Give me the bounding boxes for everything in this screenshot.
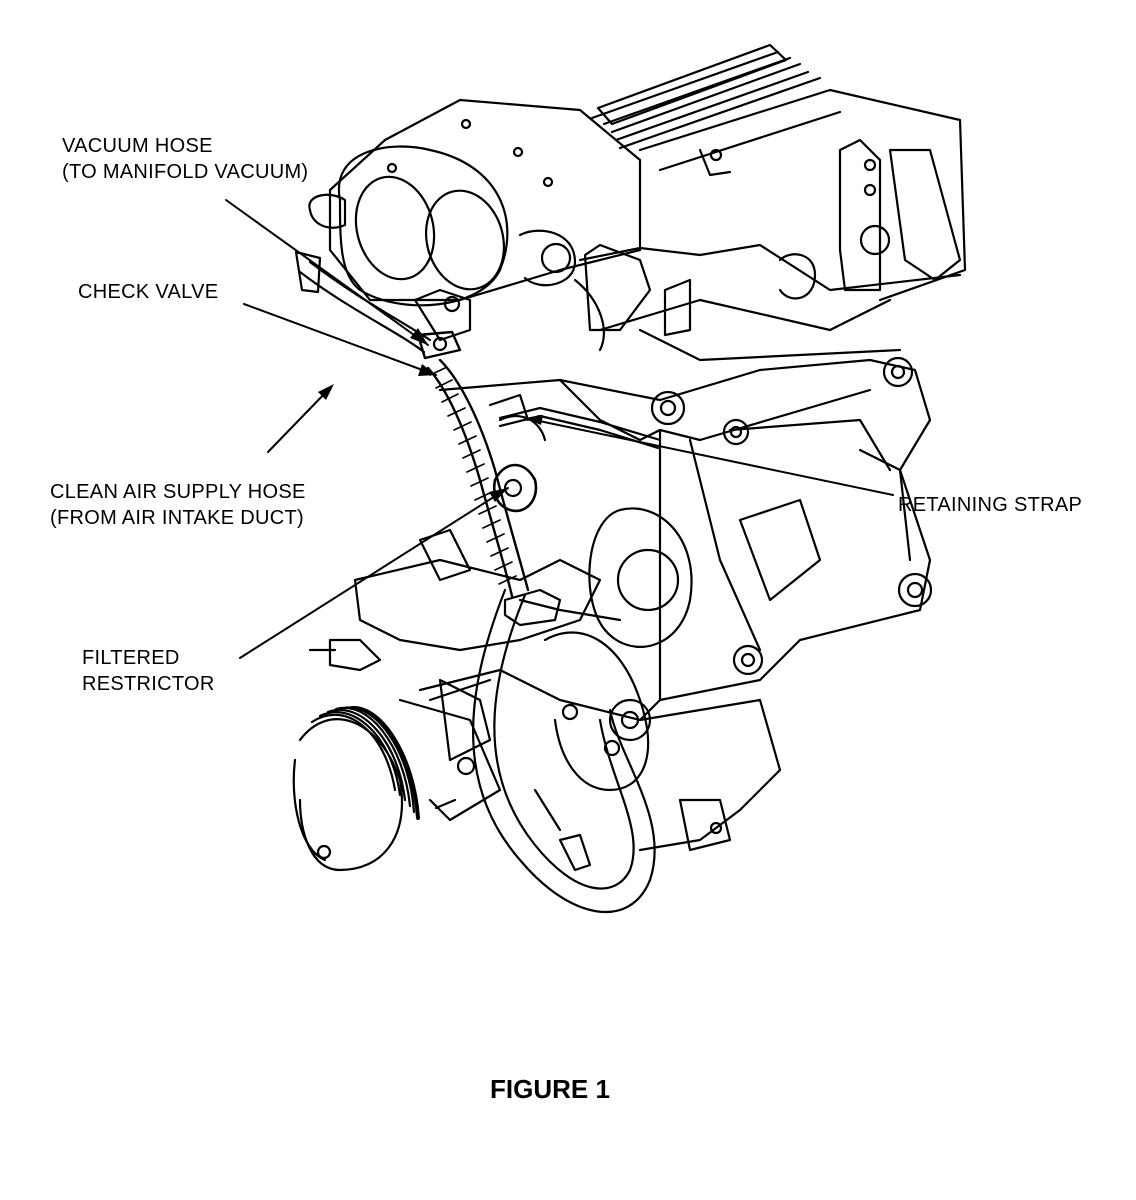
leader-retaining-strap — [524, 417, 894, 496]
vacuum-hose-label-line1: VACUUM HOSE — [62, 135, 213, 157]
leader-arrowheads — [318, 328, 543, 502]
arrowhead-vacuum-hose — [410, 328, 428, 345]
hose-assembly — [294, 250, 562, 627]
lower-block — [418, 598, 782, 852]
filtered-restrictor-label-line1: FILTERED — [82, 647, 180, 669]
arrowhead-filtered-restrictor — [489, 488, 508, 502]
leader-check-valve — [243, 303, 437, 376]
leader-lines — [225, 199, 894, 659]
clean-air-supply-hose-label: CLEAN AIR SUPPLY HOSE (FROM AIR INTAKE D… — [50, 479, 306, 531]
check-valve-label-text: CHECK VALVE — [78, 281, 219, 303]
retaining-strap-label-text: RETAINING STRAP — [898, 494, 1083, 516]
vacuum-hose-label-line2: (TO MANIFOLD VACUUM) — [62, 161, 309, 183]
figure-caption: FIGURE 1 — [490, 1074, 610, 1104]
intake-runners — [590, 43, 967, 302]
clean-air-label-line2: (FROM AIR INTAKE DUCT) — [50, 507, 305, 529]
upper-block — [573, 138, 962, 362]
arrowhead-retaining-strap — [525, 415, 543, 425]
arrowhead-clean-air — [318, 384, 334, 400]
throttle-body — [308, 98, 642, 307]
left-bracket — [308, 528, 602, 822]
filtered-restrictor-label-line2: RESTRICTOR — [82, 673, 215, 695]
clean-air-label-line1: CLEAN AIR SUPPLY HOSE — [50, 481, 306, 503]
arrowhead-check-valve — [418, 364, 436, 376]
leader-clean-air — [267, 387, 331, 453]
leader-filtered-restrictor — [239, 487, 509, 659]
check-valve-label: CHECK VALVE — [78, 279, 218, 305]
crank-pulley — [292, 705, 420, 872]
vacuum-hose-label: VACUUM HOSE (TO MANIFOLD VACUUM) — [62, 133, 308, 185]
front-cover — [438, 356, 933, 722]
leader-vacuum-hose — [225, 199, 429, 346]
filtered-restrictor-label: FILTERED RESTRICTOR — [82, 645, 215, 697]
retaining-strap-label: RETAINING STRAP — [898, 492, 1082, 518]
lower-hose-loop — [434, 588, 656, 914]
